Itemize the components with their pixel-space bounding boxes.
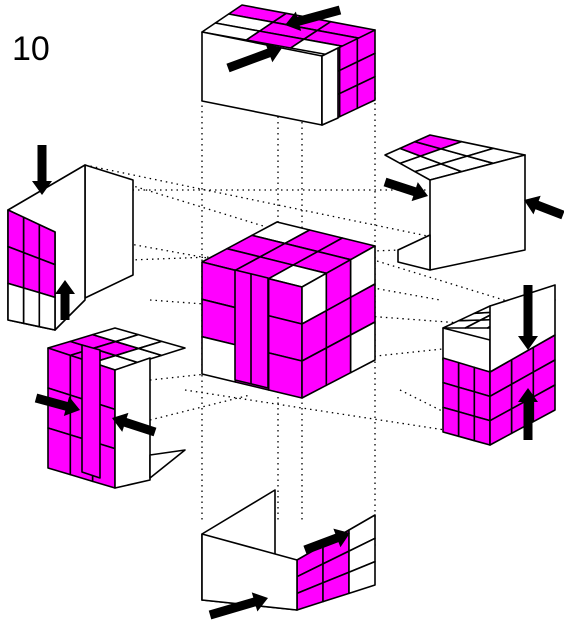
face-cell [38, 291, 56, 331]
face-cell [22, 287, 41, 328]
push-arrow-icon [208, 592, 268, 620]
face-cell [442, 406, 460, 438]
push-arrow-icon [55, 280, 75, 320]
left-front-view-bar [81, 344, 101, 479]
projection-guide-line [399, 389, 481, 431]
face-cell [47, 427, 72, 476]
bottom-view-front-wall [201, 533, 298, 611]
push-arrow-icon [32, 145, 52, 195]
face-cell [22, 251, 41, 294]
face-cell [349, 321, 376, 374]
projection-views [7, 4, 556, 611]
push-arrow-icon [112, 412, 157, 437]
projection-guide-line [149, 394, 251, 421]
bottom-view-right-wall [296, 514, 376, 611]
cube-right-face [301, 245, 376, 399]
face-cell [7, 209, 25, 254]
puzzle-number: 10 [12, 30, 50, 68]
projection-guide-line [129, 249, 401, 261]
central-cube [201, 221, 376, 399]
right-back-view-floor-edge [397, 234, 431, 271]
right-front-view-face [442, 357, 491, 446]
face-cell [47, 347, 72, 396]
projection-guide-line [184, 389, 446, 431]
face-cell [532, 384, 556, 423]
left-view-face-front [7, 209, 56, 331]
face-cell [201, 335, 237, 383]
face-cell [356, 75, 376, 110]
face-cell [22, 216, 41, 260]
right-front-view-side [489, 334, 556, 446]
face-cell [38, 223, 56, 266]
push-arrow-icon [285, 5, 342, 31]
push-arrow-icon [226, 43, 282, 73]
face-cell [137, 340, 186, 357]
push-arrow-icon [524, 195, 564, 220]
face-cell [7, 245, 25, 289]
top-view-divider [321, 47, 339, 126]
push-arrow-icon [383, 177, 428, 202]
push-arrow-icon [518, 285, 538, 350]
face-cell [38, 257, 56, 299]
face-cell [7, 282, 25, 325]
left-front-view-foot [149, 449, 186, 479]
face-cell [348, 560, 376, 595]
face-cell [457, 410, 476, 442]
right-front-view-back [489, 284, 556, 373]
push-arrow-icon [518, 388, 538, 440]
left-view-back-wall [84, 164, 134, 299]
projection-guide-line [84, 164, 496, 251]
push-arrow-icon [34, 393, 80, 416]
push-arrow-icon [303, 528, 350, 555]
push-arrows [32, 5, 564, 620]
face-cell [267, 352, 303, 399]
face-cell [473, 415, 491, 446]
